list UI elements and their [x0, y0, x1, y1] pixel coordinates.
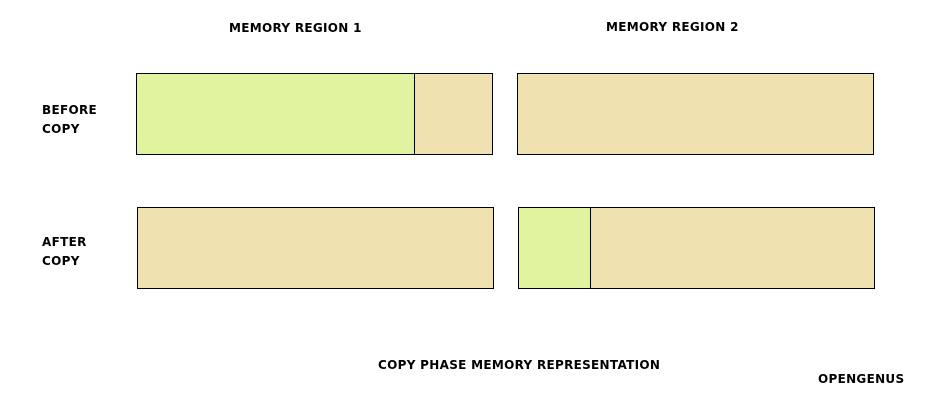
region-1-header: MEMORY REGION 1 [229, 21, 362, 35]
before-copy-label-line2: COPY [42, 122, 80, 136]
before-region-2-block [517, 73, 874, 155]
after-region-2-block [518, 207, 875, 289]
after-copy-label: AFTER COPY [42, 233, 87, 271]
region-2-header: MEMORY REGION 2 [606, 20, 739, 34]
after-region-2-live-segment [519, 208, 590, 288]
before-region-2-free-segment [518, 74, 873, 154]
after-region-2-free-segment [590, 208, 874, 288]
before-copy-label: BEFORE COPY [42, 101, 97, 139]
after-region-1-free-segment [138, 208, 493, 288]
watermark: OPENGENUS [818, 372, 905, 386]
after-copy-label-line1: AFTER [42, 235, 87, 249]
after-region-1-block [137, 207, 494, 289]
before-region-1-block [136, 73, 493, 155]
before-region-1-free-segment [413, 74, 492, 154]
diagram-caption: COPY PHASE MEMORY REPRESENTATION [378, 358, 661, 372]
before-region-1-live-segment [137, 74, 414, 154]
before-copy-label-line1: BEFORE [42, 103, 97, 117]
after-copy-label-line2: COPY [42, 254, 80, 268]
